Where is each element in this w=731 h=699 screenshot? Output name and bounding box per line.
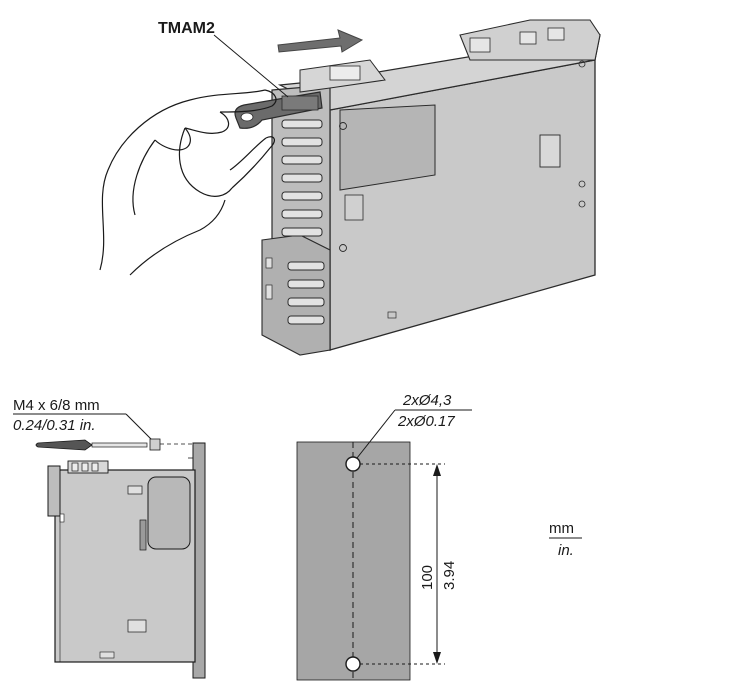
tool-callout-line bbox=[213, 34, 289, 98]
side-view: M4 x 6/8 mm 0.24/0.31 in. bbox=[13, 397, 206, 679]
mounting-hole-bottom bbox=[345, 656, 361, 672]
mounting-hole-top bbox=[345, 456, 361, 472]
hole-spec-imperial: 2xØ0.17 bbox=[397, 413, 455, 430]
spacing-metric: 100 bbox=[419, 565, 436, 590]
terminal-block bbox=[261, 59, 386, 356]
hand-illustration bbox=[99, 89, 277, 276]
screw-spec-imperial: 0.24/0.31 in. bbox=[13, 417, 96, 434]
spacing-imperial: 3.94 bbox=[441, 561, 458, 590]
units-imperial: in. bbox=[558, 542, 574, 559]
screw-callout-line bbox=[125, 413, 153, 441]
panel-area bbox=[296, 441, 411, 681]
hole-callout-line bbox=[356, 409, 396, 459]
hole-spec-metric: 2xØ4,3 bbox=[402, 392, 452, 409]
tool-label: TMAM2 bbox=[158, 20, 215, 37]
units-metric: mm bbox=[549, 520, 574, 537]
module-body bbox=[277, 19, 601, 351]
drill-template: 100 3.94 2xØ4,3 2xØ0.17 bbox=[296, 392, 472, 681]
units-key: mm in. bbox=[549, 520, 582, 559]
screw-spec-metric: M4 x 6/8 mm bbox=[13, 397, 100, 414]
screwdriver-icon bbox=[35, 438, 195, 451]
spacing-dimension bbox=[433, 464, 441, 664]
module-side-body bbox=[47, 460, 196, 663]
insertion-arrow-icon bbox=[277, 29, 364, 53]
module-illustration: TMAM2 bbox=[99, 19, 601, 356]
